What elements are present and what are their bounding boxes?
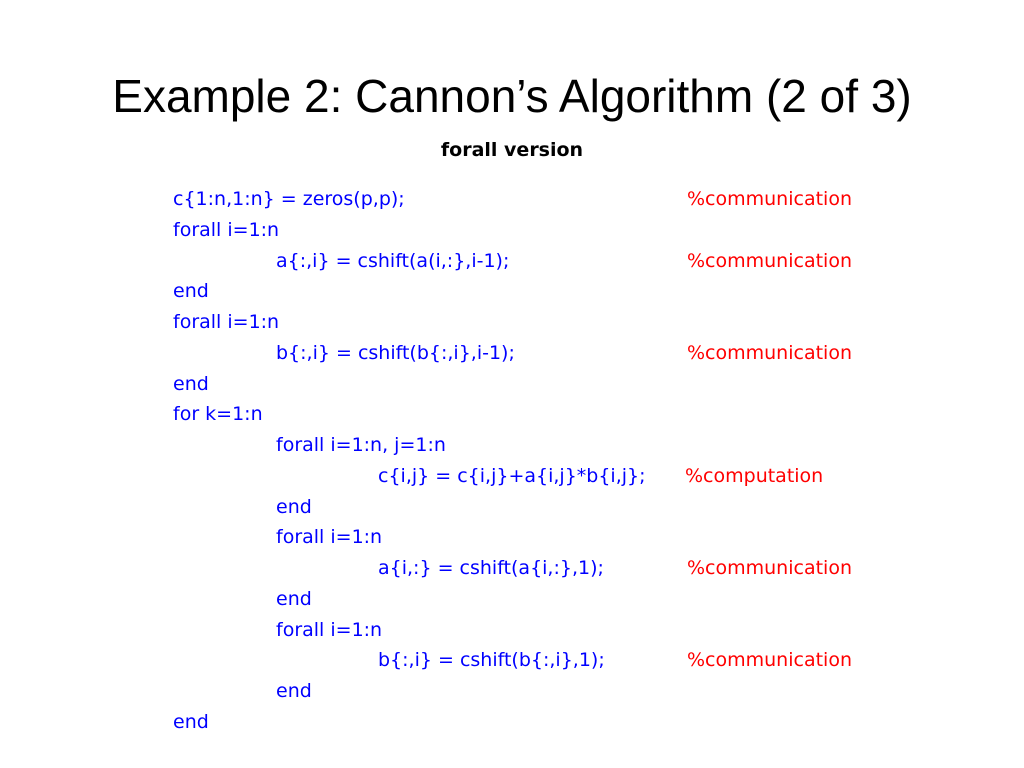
- code-text: forall i=1:n: [276, 526, 383, 549]
- code-text: end: [276, 587, 312, 610]
- code-comment: %communication: [687, 249, 852, 272]
- code-text: c{1:n,1:n} = zeros(p,p);: [173, 188, 405, 210]
- code-text: a{i,:} = cshift(a{i,:},1);: [378, 557, 604, 579]
- slide-title: Example 2: Cannon’s Algorithm (2 of 3): [112, 70, 912, 122]
- code-line: end: [173, 584, 893, 615]
- code-text: forall i=1:n, j=1:n: [276, 434, 446, 456]
- code-line: forall i=1:n: [173, 307, 893, 338]
- code-text: c{i,j} = c{i,j}+a{i,j}*b{i,j};: [378, 464, 646, 487]
- code-line: end: [173, 707, 893, 738]
- code-line: end: [173, 676, 893, 707]
- code-line: for k=1:n: [173, 399, 893, 430]
- code-text: forall i=1:n: [173, 311, 280, 333]
- code-text: for k=1:n: [173, 403, 263, 426]
- code-line: end: [173, 369, 893, 400]
- code-comment: %communication: [687, 341, 852, 364]
- code-text: forall i=1:n: [276, 618, 383, 641]
- code-line: forall i=1:n: [173, 522, 893, 553]
- code-text: end: [173, 372, 209, 395]
- slide-subtitle: forall version: [440, 139, 584, 161]
- code-text: end: [276, 680, 312, 702]
- code-line: end: [173, 492, 893, 523]
- code-line: a{i,:} = cshift(a{i,:},1); %communicatio…: [173, 553, 893, 584]
- code-text: end: [173, 280, 209, 303]
- code-line: c{1:n,1:n} = zeros(p,p); %communication: [173, 184, 893, 215]
- code-line: b{:,i} = cshift(b{:,i},1); %communicatio…: [173, 645, 893, 676]
- code-block: c{1:n,1:n} = zeros(p,p); %communication …: [173, 184, 893, 738]
- code-line: forall i=1:n: [173, 215, 893, 246]
- code-text: end: [276, 495, 312, 518]
- code-line: end: [173, 276, 893, 307]
- code-comment: %communication: [687, 188, 852, 210]
- code-line: c{i,j} = c{i,j}+a{i,j}*b{i,j}; %computat…: [173, 461, 893, 492]
- code-line: forall i=1:n: [173, 615, 893, 646]
- code-line: forall i=1:n, j=1:n: [173, 430, 893, 461]
- code-line: a{:,i} = cshift(a(i,:},i-1); %communicat…: [173, 246, 893, 277]
- code-text: b{:,i} = cshift(b{:,i},i-1);: [276, 341, 515, 364]
- code-comment: %communication: [687, 649, 852, 672]
- code-text: a{:,i} = cshift(a(i,:},i-1);: [276, 249, 510, 272]
- code-text: forall i=1:n: [173, 218, 280, 241]
- code-comment: %computation: [685, 464, 824, 487]
- code-comment: %communication: [687, 557, 852, 579]
- code-line: b{:,i} = cshift(b{:,i},i-1); %communicat…: [173, 338, 893, 369]
- code-text: end: [173, 710, 209, 733]
- code-text: b{:,i} = cshift(b{:,i},1);: [378, 649, 605, 672]
